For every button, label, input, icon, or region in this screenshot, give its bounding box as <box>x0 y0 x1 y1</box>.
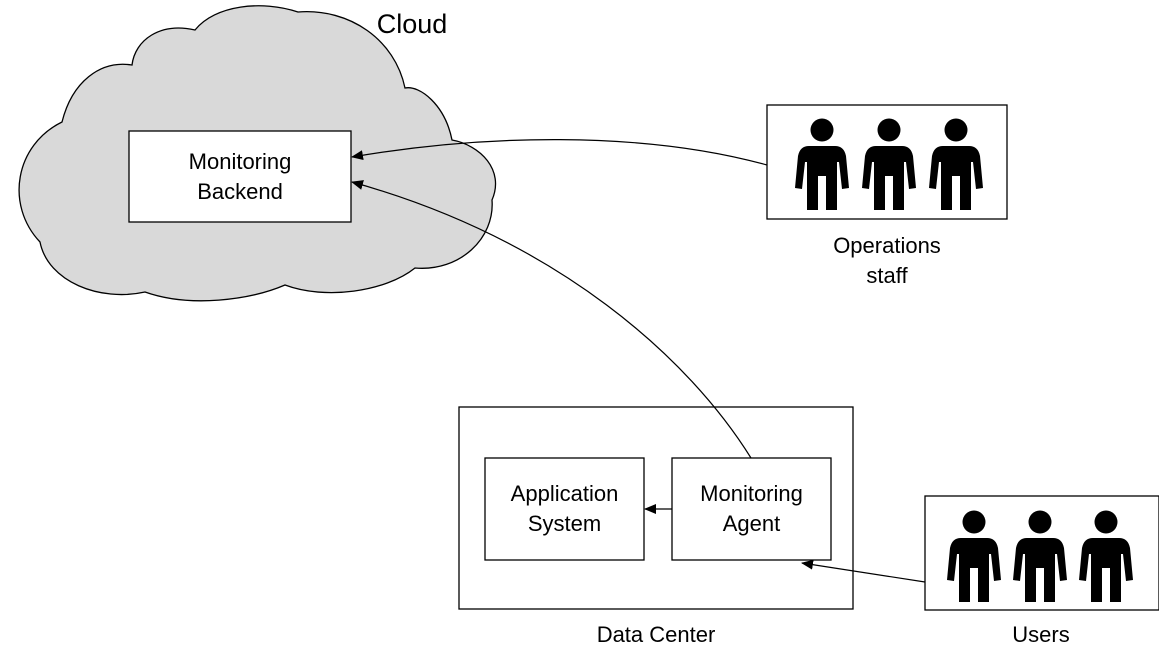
arrow-operations-to-backend <box>351 139 768 166</box>
monitoring-agent-label: Monitoring Agent <box>672 458 831 560</box>
operations-staff-line1: Operations <box>833 233 941 258</box>
monitoring-agent-line1: Monitoring <box>700 481 803 506</box>
operations-staff-label: Operations staff <box>787 231 987 291</box>
monitoring-backend-line1: Monitoring <box>188 148 292 174</box>
operations-staff-line2: staff <box>866 263 908 288</box>
monitoring-backend-label: Monitoring Backend <box>129 131 351 222</box>
application-system-box <box>484 457 645 561</box>
monitoring-backend-line2: Backend <box>197 178 283 204</box>
monitoring-agent-box <box>671 457 832 561</box>
application-system-line1: Application <box>510 481 619 506</box>
monitoring-backend-box <box>128 130 352 223</box>
application-system-line2: System <box>527 511 602 536</box>
users-label: Users <box>1012 622 1070 647</box>
data-center-label: Data Center <box>596 622 716 647</box>
arrow-agent-to-backend <box>351 180 752 459</box>
cloud-label: Cloud <box>376 9 448 39</box>
application-system-label: Application System <box>485 458 644 560</box>
arrow-users-to-agent <box>801 559 926 583</box>
monitoring-agent-line2: Agent <box>722 511 781 536</box>
